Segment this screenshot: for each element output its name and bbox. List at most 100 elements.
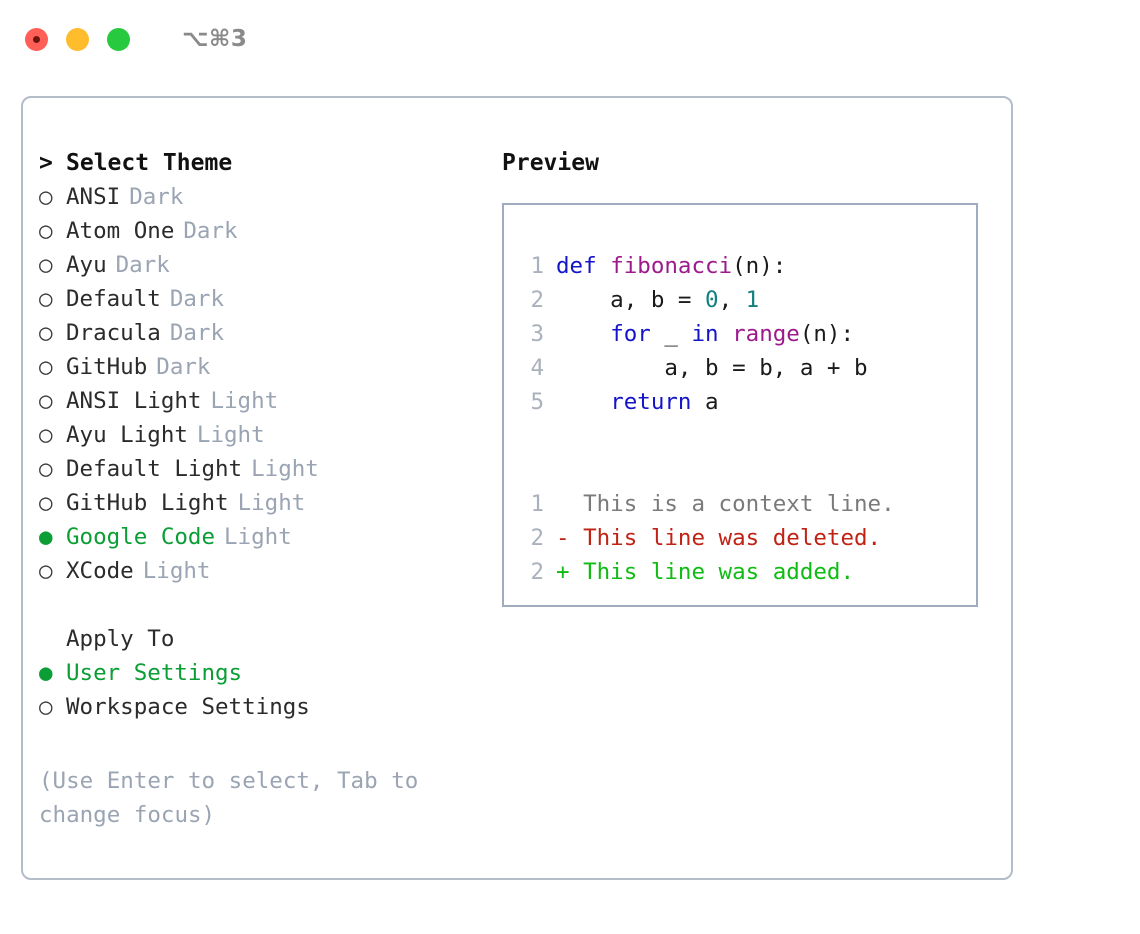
- theme-option-ansi-light[interactable]: ○ ANSI Light Light: [39, 384, 469, 418]
- theme-label: Ayu Light: [66, 422, 188, 448]
- diff-text: This line was deleted.: [569, 525, 882, 551]
- code-token: in: [691, 321, 719, 347]
- radio-icon: ○: [39, 422, 53, 448]
- apply-to-heading: Apply To: [39, 622, 469, 656]
- code-token: 0: [705, 287, 719, 313]
- theme-tag: Light: [224, 524, 292, 550]
- close-window-button[interactable]: [25, 27, 48, 51]
- code-token: [556, 389, 610, 415]
- theme-label: Ayu: [66, 252, 107, 278]
- theme-label: Default Light: [66, 456, 243, 482]
- theme-tag: Dark: [169, 286, 225, 312]
- apply-to-label: Apply To: [66, 626, 175, 652]
- line-number: 2: [530, 525, 544, 551]
- maximize-window-button[interactable]: [107, 27, 130, 51]
- code-token: a, b = b, a + b: [556, 355, 868, 381]
- diff-text: This is a context line.: [569, 491, 895, 517]
- code-token: for: [610, 321, 651, 347]
- code-token: a: [691, 389, 719, 415]
- select-theme-heading: >Select Theme: [39, 146, 469, 180]
- apply-to-option-label: User Settings: [66, 660, 243, 686]
- code-content: for _ in range(n):: [556, 317, 854, 351]
- code-content: a, b = 0, 1: [556, 283, 759, 317]
- radio-icon: ○: [39, 388, 53, 414]
- radio-selected-icon: ●: [39, 660, 53, 686]
- theme-tag: Dark: [129, 184, 184, 210]
- theme-tag: Dark: [169, 320, 225, 346]
- traffic-lights: [25, 27, 130, 51]
- theme-tag: Dark: [156, 354, 211, 380]
- theme-option-github-light[interactable]: ○ GitHub Light Light: [39, 486, 469, 520]
- code-line: 2 a, b = 0, 1: [518, 283, 976, 317]
- blank-line: [518, 453, 976, 487]
- theme-tag: Light: [196, 422, 265, 448]
- radio-icon: ○: [39, 694, 53, 720]
- theme-tag: Dark: [183, 218, 238, 244]
- line-number: 1: [530, 253, 544, 279]
- minimize-window-button[interactable]: [66, 27, 89, 51]
- line-number: 2: [530, 559, 544, 585]
- blank-line: [518, 419, 976, 453]
- code-token: (n):: [732, 253, 787, 279]
- theme-option-xcode[interactable]: ○ XCode Light: [39, 554, 469, 588]
- code-token: 1: [745, 287, 760, 313]
- theme-tag: Light: [142, 558, 211, 584]
- theme-label: ANSI: [66, 184, 121, 210]
- theme-option-ayu-light[interactable]: ○ Ayu Light Light: [39, 418, 469, 452]
- theme-option-github[interactable]: ○ GitHub Dark: [39, 350, 469, 384]
- code-line: 4 a, b = b, a + b: [518, 351, 976, 385]
- line-number: 1: [530, 491, 544, 517]
- diff-marker: [556, 487, 570, 521]
- apply-to-option-workspace-settings[interactable]: ○ Workspace Settings: [39, 690, 469, 724]
- theme-picker: >Select Theme ○ ANSI Dark ○ Atom One Dar…: [39, 146, 469, 724]
- keyboard-hint: (Use Enter to select, Tab to change focu…: [39, 768, 419, 828]
- code-token: (n):: [799, 321, 855, 347]
- apply-to-option-user-settings[interactable]: ● User Settings: [39, 656, 469, 690]
- main-panel: >Select Theme ○ ANSI Dark ○ Atom One Dar…: [21, 96, 1013, 880]
- code-line: 3 for _ in range(n):: [518, 317, 976, 351]
- code-line: 5 return a: [518, 385, 976, 419]
- section-spacer: [39, 588, 469, 622]
- line-number: 5: [530, 389, 544, 415]
- radio-icon: ○: [39, 558, 53, 584]
- theme-label: Google Code: [66, 524, 216, 550]
- code-line: 1 def fibonacci(n):: [518, 249, 976, 283]
- theme-option-atom-one[interactable]: ○ Atom One Dark: [39, 214, 469, 248]
- code-token: _: [650, 321, 692, 347]
- theme-option-google-code[interactable]: ● Google Code Light: [39, 520, 469, 554]
- code-token: a, b =: [556, 287, 706, 313]
- radio-icon: ○: [39, 456, 53, 482]
- theme-option-default-light[interactable]: ○ Default Light Light: [39, 452, 469, 486]
- line-number: 3: [530, 321, 544, 347]
- theme-option-default[interactable]: ○ Default Dark: [39, 282, 469, 316]
- code-token: ,: [718, 287, 746, 313]
- theme-option-dracula[interactable]: ○ Dracula Dark: [39, 316, 469, 350]
- code-token: def: [556, 253, 597, 279]
- diff-text: This line was added.: [569, 559, 855, 585]
- diff-line-context: 1 This is a context line.: [518, 487, 976, 521]
- theme-label: XCode: [66, 558, 134, 584]
- theme-tag: Light: [210, 388, 279, 414]
- line-number: 2: [530, 287, 544, 313]
- line-number: 4: [530, 355, 544, 381]
- theme-label: Atom One: [66, 218, 175, 244]
- theme-tag: Light: [237, 490, 306, 516]
- theme-tag: Dark: [115, 252, 170, 278]
- code-token: return: [610, 389, 692, 415]
- radio-icon: ○: [39, 252, 53, 278]
- theme-option-ansi[interactable]: ○ ANSI Dark: [39, 180, 469, 214]
- radio-icon: ○: [39, 184, 53, 210]
- theme-label: Default: [66, 286, 161, 312]
- radio-icon: ○: [39, 490, 53, 516]
- preview-heading: Preview: [502, 150, 599, 176]
- preview-box: 1 def fibonacci(n): 2 a, b = 0, 1 3 for …: [502, 203, 978, 607]
- diff-marker: +: [556, 559, 570, 585]
- radio-icon: ○: [39, 320, 53, 346]
- theme-option-ayu[interactable]: ○ Ayu Dark: [39, 248, 469, 282]
- title-bar: ⌥⌘3: [0, 0, 1140, 78]
- radio-icon: ○: [39, 354, 53, 380]
- code-token: range: [732, 321, 800, 347]
- theme-label: ANSI Light: [66, 388, 202, 414]
- code-token: [719, 321, 733, 347]
